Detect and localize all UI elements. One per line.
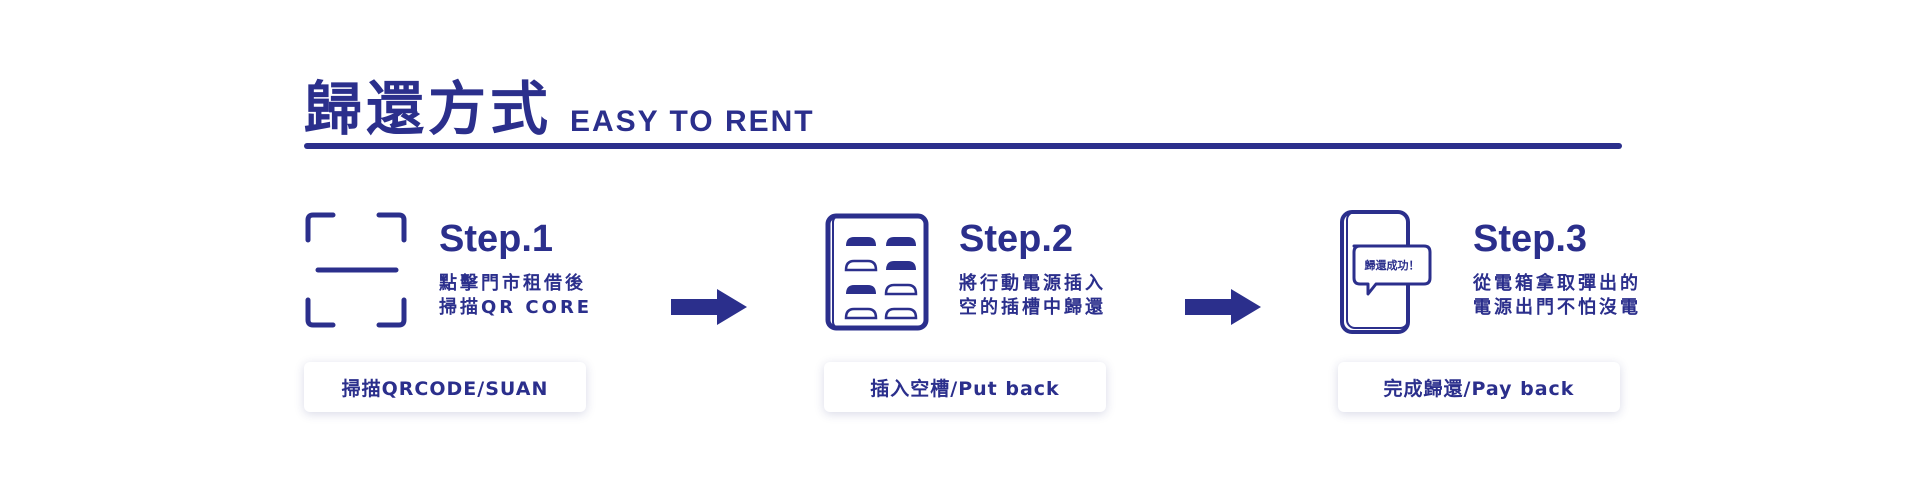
step-2: Step.2 將行動電源插入 空的插槽中歸還 插入空槽/Put back [824, 210, 1224, 420]
step-3: 歸還成功！ Step.3 從電箱拿取彈出的 電源出門不怕沒電 完成歸還/Pay … [1338, 210, 1738, 420]
step-3-button[interactable]: 完成歸還/Pay back [1338, 362, 1620, 412]
step-2-desc-line2: 空的插槽中歸還 [959, 297, 1106, 318]
step-2-button[interactable]: 插入空槽/Put back [824, 362, 1106, 412]
step-1-title: Step.1 [439, 218, 554, 260]
section-header: 歸還方式 EASY TO RENT [304, 74, 1624, 154]
step-1-desc-line1: 點擊門市租借後 [439, 273, 586, 294]
step-2-desc-line1: 將行動電源插入 [959, 273, 1106, 294]
step-1: Step.1 點擊門市租借後 掃描QR CORE 掃描QRCODE/SUAN [304, 210, 704, 420]
step-3-title: Step.3 [1473, 218, 1588, 260]
qr-scan-icon [304, 210, 414, 335]
step-3-desc-line2: 電源出門不怕沒電 [1473, 297, 1641, 318]
step-3-desc-line1: 從電箱拿取彈出的 [1473, 273, 1641, 294]
section-title: 歸還方式 [304, 75, 553, 143]
arrow-right-icon [1185, 287, 1261, 327]
step-1-desc-line2: 掃描QR CORE [439, 297, 593, 318]
step-1-description: 點擊門市租借後 掃描QR CORE [439, 272, 592, 320]
phone-success-icon: 歸還成功！ [1338, 210, 1448, 335]
bubble-text: 歸還成功！ [1365, 258, 1420, 272]
step-2-description: 將行動電源插入 空的插槽中歸還 [959, 272, 1106, 320]
charging-slots-icon [824, 210, 934, 335]
arrow-right-icon [671, 287, 747, 327]
step-2-title: Step.2 [959, 218, 1074, 260]
section-subtitle: EASY TO RENT [570, 105, 815, 138]
header-divider [304, 143, 1622, 149]
step-1-button[interactable]: 掃描QRCODE/SUAN [304, 362, 586, 412]
step-3-description: 從電箱拿取彈出的 電源出門不怕沒電 [1473, 272, 1641, 320]
